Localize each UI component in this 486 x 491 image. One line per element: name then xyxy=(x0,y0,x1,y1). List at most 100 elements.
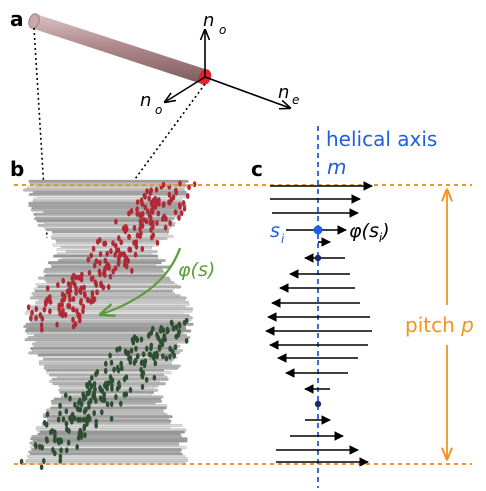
rod-end-dot xyxy=(164,215,168,222)
rod-end-dot xyxy=(128,246,133,253)
rod-end-dot xyxy=(123,348,128,355)
rod-end-dot xyxy=(102,240,106,247)
panel-label-a: a xyxy=(10,7,24,31)
rod-end-dot xyxy=(44,421,49,428)
rod-end-dot xyxy=(60,297,64,304)
rod-end-dot xyxy=(71,306,75,313)
rod-end-dot xyxy=(40,315,45,322)
rod-end-dot xyxy=(89,275,94,282)
rod-end-dot xyxy=(126,350,131,356)
rod-end-dot xyxy=(61,416,66,423)
rod-end-dot xyxy=(93,279,98,286)
rod-end-dot xyxy=(105,401,110,408)
rod-end-dot xyxy=(140,210,145,217)
rod-end-dot xyxy=(98,237,102,243)
rod-end-dot xyxy=(79,276,84,283)
pitch-label: pitch p xyxy=(405,313,474,337)
rod-end-dot xyxy=(26,304,31,311)
rod-end-dot xyxy=(102,397,107,403)
rod-end-dot xyxy=(149,187,153,194)
rod-end-dot xyxy=(102,270,106,277)
rod-end-dot xyxy=(76,416,80,423)
rod-end-dot xyxy=(56,416,61,423)
rod-end-dot xyxy=(85,296,90,303)
rod-end-dot xyxy=(116,260,121,267)
rod-end-dot xyxy=(155,353,159,360)
panel-a-rod xyxy=(28,13,212,85)
rod-end-dot xyxy=(157,345,162,352)
rod-end-dot xyxy=(132,225,137,231)
rod-end-dot xyxy=(161,215,165,222)
rod-end-dot xyxy=(119,400,123,407)
rod-end-dot xyxy=(79,430,84,436)
rod-end-dot xyxy=(164,355,169,362)
rod-end-dot xyxy=(45,285,50,292)
rod-end-dot xyxy=(117,235,121,242)
rod-end-dot xyxy=(95,289,99,296)
rod-end-dot xyxy=(85,390,90,397)
rod-end-dot xyxy=(73,321,78,328)
rod-end-dot xyxy=(139,336,144,343)
rod-end-dot xyxy=(79,299,83,306)
rod-end-dot xyxy=(119,239,123,246)
rod-end-dot xyxy=(151,219,155,226)
rod-end-dot xyxy=(124,223,128,230)
rod-end-dot xyxy=(148,214,153,221)
rod-end-dot xyxy=(70,418,74,425)
rod-end-dot xyxy=(68,283,72,290)
rod-end-dot xyxy=(75,308,79,315)
rod-end-dot xyxy=(98,395,103,402)
rod-end-dot xyxy=(109,248,113,255)
rod-end-dot xyxy=(100,409,104,416)
rod-end-dot xyxy=(178,180,182,187)
rod-end-dot xyxy=(108,352,112,359)
rod-end-dot xyxy=(110,377,115,384)
si-point xyxy=(313,225,323,235)
rod-end-dot xyxy=(132,359,137,366)
rod-end-dot xyxy=(82,290,87,297)
rod-end-dot xyxy=(112,366,116,373)
rod-end-dot xyxy=(99,280,103,287)
rod-end-dot xyxy=(174,333,179,340)
rod-end-dot xyxy=(98,271,102,278)
rod-end-dot xyxy=(119,360,123,367)
rod-end-dot xyxy=(82,425,86,432)
label-no-left-sub: o xyxy=(155,103,162,117)
rod-end-dot xyxy=(123,228,128,235)
rod-end-dot xyxy=(173,344,178,351)
director-point-arrow xyxy=(314,254,322,262)
rod-end-dot xyxy=(101,284,106,291)
label-no-top: n xyxy=(203,10,214,31)
rod-end-dot xyxy=(133,251,138,258)
rod-end-dot xyxy=(77,312,82,319)
rod-end-dot xyxy=(89,252,93,259)
rod-end-dot xyxy=(128,355,133,362)
si-label-sub: i xyxy=(281,232,285,246)
rod-end-dot xyxy=(114,394,118,400)
rod-end-dot xyxy=(65,426,69,433)
rod-end-dot xyxy=(66,439,71,446)
rod-end-dot xyxy=(103,382,107,389)
rod-end-dot xyxy=(73,281,77,288)
rod-end-dot xyxy=(109,401,114,407)
rod-end-dot xyxy=(182,319,187,326)
rod-end-dot xyxy=(70,275,75,282)
rod-end-dot xyxy=(139,197,144,204)
rod-end-dot xyxy=(64,392,68,399)
rod-end-dot xyxy=(141,351,146,358)
rod-end-dot xyxy=(153,360,158,367)
rod-end-dot xyxy=(48,298,53,305)
rod-end-dot xyxy=(173,209,178,216)
rod-end-dot xyxy=(72,415,77,422)
rod-end-dot xyxy=(155,239,160,246)
rod-end-dot xyxy=(86,256,91,263)
rod-end-dot xyxy=(91,392,95,399)
rod-end-dot xyxy=(98,259,102,266)
rod-end-dot xyxy=(29,315,33,322)
rod-end-dot xyxy=(87,269,92,276)
rod-end-dot xyxy=(75,405,80,412)
rod-end-dot xyxy=(165,328,169,335)
rod-end-dot xyxy=(82,284,86,291)
rod-end-dot xyxy=(103,367,108,374)
rod-end-dot xyxy=(144,218,149,225)
